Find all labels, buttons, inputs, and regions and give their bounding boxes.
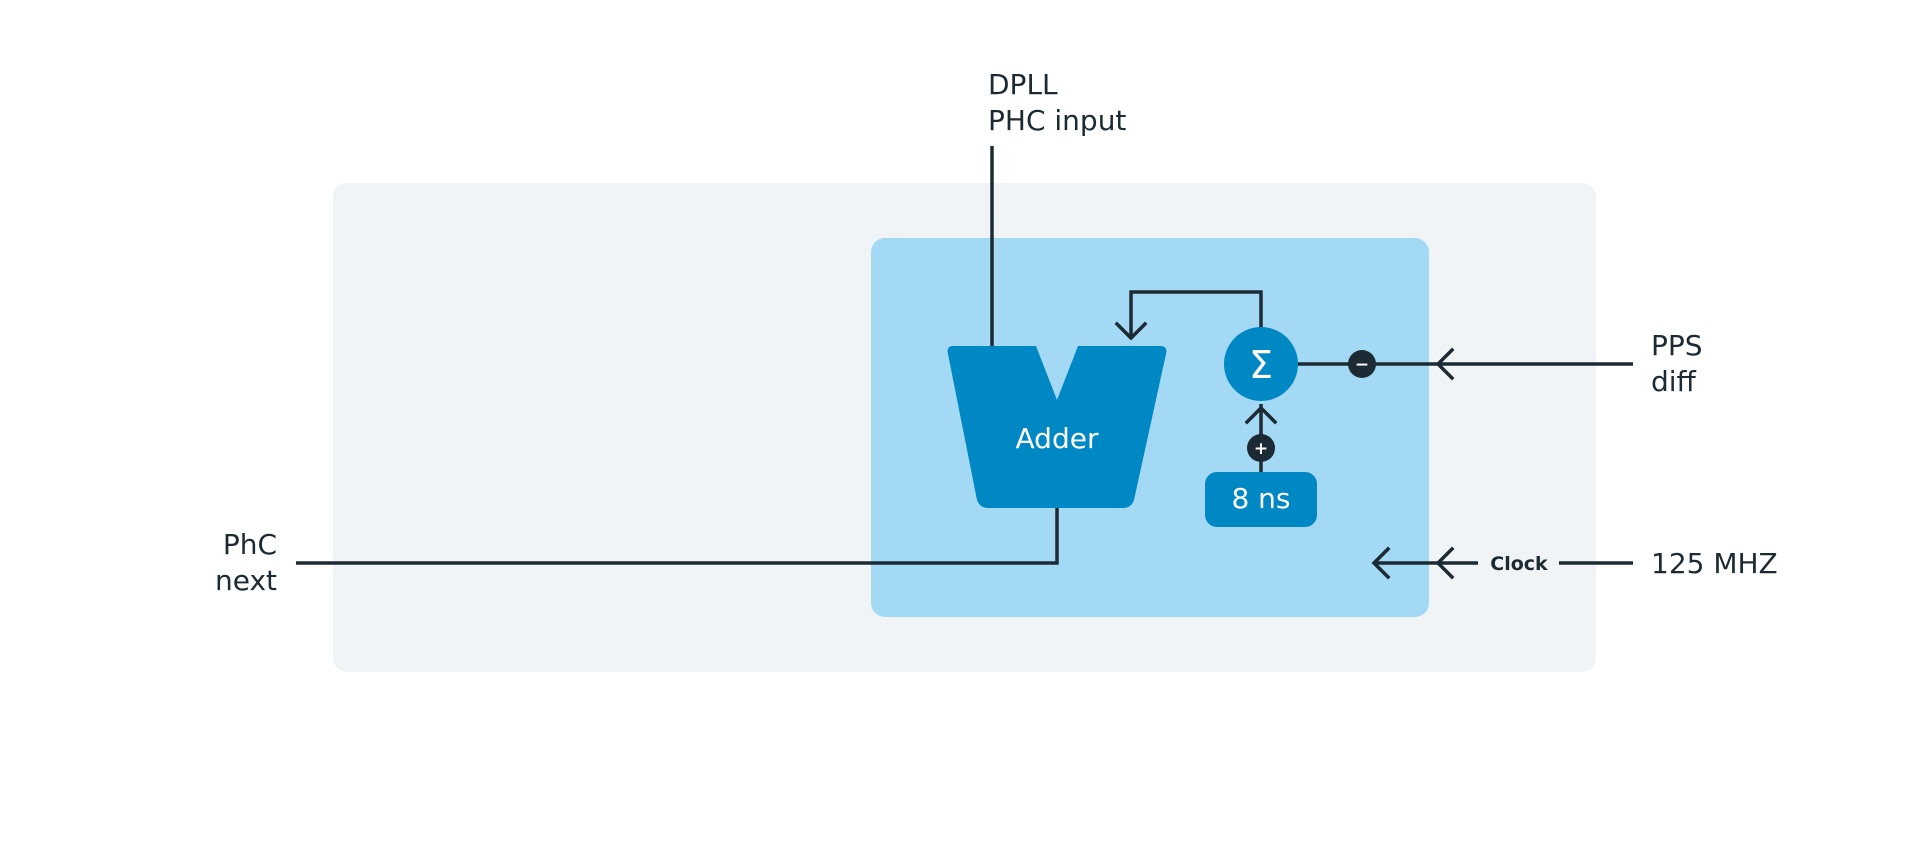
sum-symbol: Σ — [1249, 343, 1273, 387]
adder-label: Adder — [1016, 422, 1099, 455]
dpll-label: DPLL — [988, 68, 1058, 101]
diff-label: diff — [1651, 365, 1697, 398]
minus-sign-badge — [1348, 350, 1376, 378]
plus-sign: + — [1254, 439, 1268, 459]
inner-panel — [871, 238, 1429, 617]
minus-sign: − — [1355, 355, 1369, 375]
clock-arrowhead-inner — [1371, 546, 1391, 580]
increment-arrowhead — [1244, 405, 1278, 425]
next-label: next — [215, 564, 277, 597]
increment-label: 8 ns — [1231, 482, 1290, 515]
phc-next-wire — [296, 508, 1059, 565]
feedback-wire — [1129, 290, 1263, 336]
feedback-arrowhead — [1114, 321, 1148, 341]
pps-arrowhead — [1435, 347, 1455, 381]
clock-label: Clock — [1490, 553, 1548, 575]
phc-label: PhC — [223, 528, 277, 561]
phc-input-label: PHC input — [988, 104, 1126, 137]
sum-junction — [1224, 327, 1298, 401]
increment-block — [1205, 472, 1317, 527]
clock-frequency-label: 125 MHZ — [1651, 547, 1778, 580]
plus-sign-badge — [1247, 434, 1275, 462]
clock-arrowhead-outer — [1435, 546, 1455, 580]
pps-label: PPS — [1651, 329, 1703, 362]
adder-block — [947, 346, 1167, 508]
